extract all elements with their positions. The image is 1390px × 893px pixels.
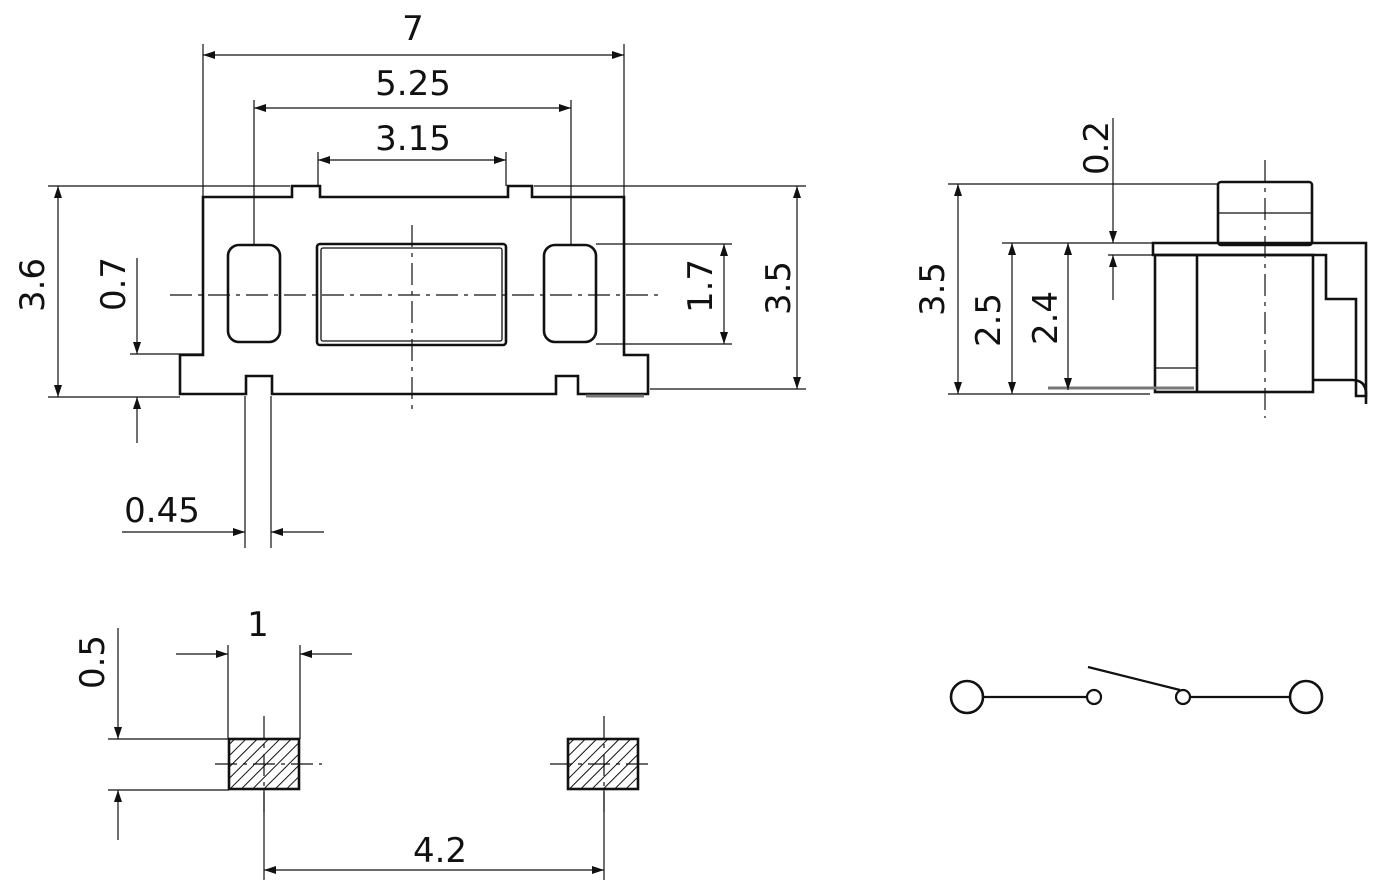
schematic-contact-right xyxy=(1174,688,1192,706)
schematic-contact-left xyxy=(1085,688,1103,706)
side-top-plate xyxy=(1151,241,1368,398)
schematic-terminal-right xyxy=(1288,679,1324,715)
dim-label-3-5-front: 3.5 xyxy=(759,261,799,315)
footprint-extension-lines xyxy=(108,645,605,880)
front-extension-lines xyxy=(48,44,806,548)
front-view: 7 5.25 3.15 3.6 0.7 1.7 3.5 0.45 xyxy=(13,9,806,548)
dim-label-3-5-side: 3.5 xyxy=(913,262,953,316)
side-extension-lines xyxy=(948,183,1218,395)
dim-label-3-6: 3.6 xyxy=(13,258,53,312)
switch-schematic-symbol xyxy=(949,665,1324,715)
dim-label-7: 7 xyxy=(402,9,424,49)
side-view: 3.5 2.5 2.4 0.2 xyxy=(913,118,1368,418)
dim-label-5-25: 5.25 xyxy=(375,64,451,104)
front-right-pad xyxy=(542,243,598,344)
side-terminal-hook xyxy=(1313,378,1368,404)
dim-label-2-4: 2.4 xyxy=(1026,291,1066,345)
dim-label-4-2: 4.2 xyxy=(413,831,467,871)
dim-label-3-15: 3.15 xyxy=(375,119,451,159)
front-view-outline xyxy=(178,184,650,396)
dim-label-0-7: 0.7 xyxy=(94,257,134,311)
front-left-pad xyxy=(226,243,282,344)
dim-label-0-45: 0.45 xyxy=(124,491,200,531)
dim-label-1-7: 1.7 xyxy=(681,259,721,313)
dim-label-0-2: 0.2 xyxy=(1077,121,1117,175)
dim-label-2-5: 2.5 xyxy=(969,293,1009,347)
schematic-switch-lever xyxy=(1087,665,1181,692)
side-body xyxy=(1153,253,1315,394)
dim-label-1: 1 xyxy=(247,605,269,645)
dim-label-0-5: 0.5 xyxy=(73,635,113,689)
schematic-terminal-left xyxy=(949,679,985,715)
footprint-view: 1 0.5 4.2 xyxy=(73,605,654,880)
